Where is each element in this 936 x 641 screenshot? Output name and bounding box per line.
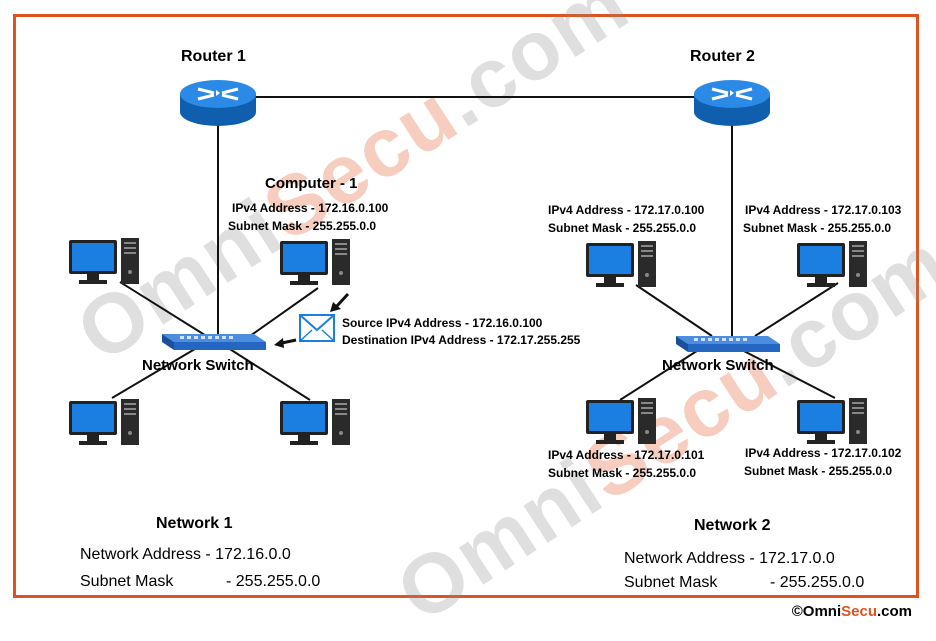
router-1-label: Router 1	[181, 48, 246, 65]
pc-icon	[797, 398, 867, 444]
switch-2-label: Network Switch	[662, 357, 774, 374]
host-ipv4: IPv4 Address - 172.17.0.102	[745, 446, 902, 460]
computer-1-mask: Subnet Mask - 255.255.0.0	[228, 219, 377, 233]
pc-icon	[586, 241, 656, 287]
network-1-mask-value: - 255.255.0.0	[226, 573, 321, 590]
router-2-icon	[692, 78, 772, 128]
link	[619, 348, 701, 401]
network-diagram	[69, 78, 867, 445]
link	[119, 281, 209, 338]
network-2-mask-value: - 255.255.0.0	[770, 574, 865, 591]
pc-icon	[69, 238, 139, 284]
host-mask: Subnet Mask - 255.255.0.0	[548, 221, 697, 235]
link	[249, 287, 319, 337]
link	[111, 345, 201, 399]
host-ipv4: IPv4 Address - 172.17.0.100	[548, 203, 705, 217]
switch-1-label: Network Switch	[142, 357, 254, 374]
pc-icon	[280, 399, 350, 445]
computer-1-icon	[280, 239, 350, 285]
copyright-text: ©OmniSecu.com	[791, 603, 912, 620]
network-1-mask-label: Subnet Mask	[80, 573, 174, 590]
pc-icon	[586, 398, 656, 444]
network-2-address: Network Address - 172.17.0.0	[624, 550, 835, 567]
host-mask: Subnet Mask - 255.255.0.0	[744, 464, 893, 478]
router-1-icon	[178, 78, 258, 128]
diagram-frame	[13, 14, 919, 598]
host-mask: Subnet Mask - 255.255.0.0	[548, 466, 697, 480]
host-ipv4: IPv4 Address - 172.17.0.101	[548, 448, 705, 462]
network-2-mask-label: Subnet Mask	[624, 574, 718, 591]
network-1-title: Network 1	[156, 515, 233, 532]
packet-destination: Destination IPv4 Address - 172.17.255.25…	[342, 333, 581, 347]
host-mask: Subnet Mask - 255.255.0.0	[743, 221, 892, 235]
network-1-address: Network Address - 172.16.0.0	[80, 546, 291, 563]
link	[224, 345, 311, 401]
switch-2-icon	[676, 336, 780, 352]
packet-source: Source IPv4 Address - 172.16.0.100	[342, 316, 543, 330]
host-ipv4: IPv4 Address - 172.17.0.103	[745, 203, 902, 217]
envelope-icon	[299, 314, 335, 342]
link	[635, 284, 713, 337]
link	[754, 282, 839, 337]
computer-1-title: Computer - 1	[265, 175, 358, 192]
link	[739, 348, 836, 399]
switch-1-icon	[162, 334, 266, 350]
network-2-title: Network 2	[694, 517, 771, 534]
router-2-label: Router 2	[690, 48, 755, 65]
computer-1-ipv4: IPv4 Address - 172.16.0.100	[232, 201, 389, 215]
pc-icon	[797, 241, 867, 287]
arrow-icon	[274, 338, 297, 348]
pc-icon	[69, 399, 139, 445]
arrow-icon	[330, 292, 350, 312]
